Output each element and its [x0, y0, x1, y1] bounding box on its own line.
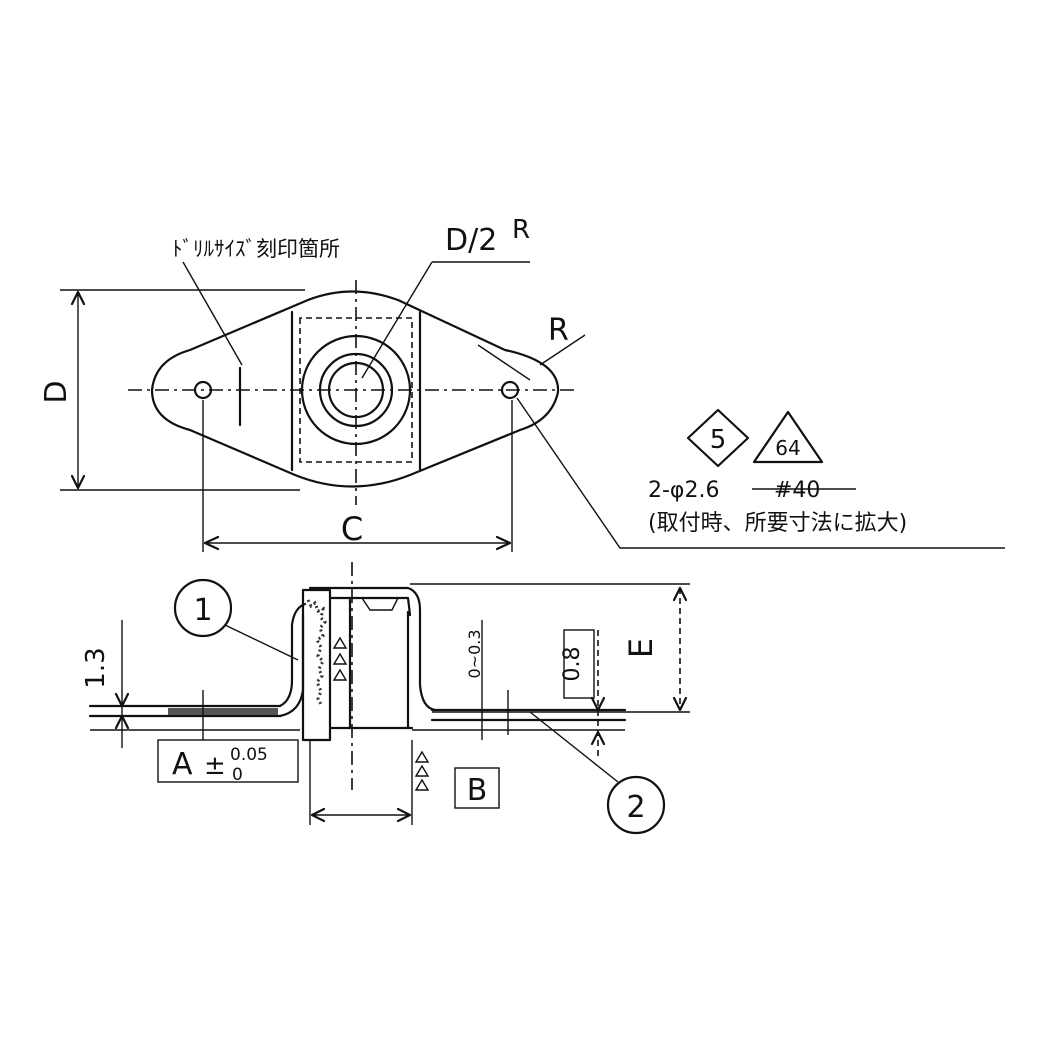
part1-wall: [278, 602, 307, 708]
label-A: A: [172, 747, 193, 782]
struck-spec: #40: [774, 478, 820, 503]
finish-diamond-value: 5: [710, 425, 727, 455]
finish-triangle: [752, 410, 824, 464]
label-E: E: [622, 638, 660, 658]
balloon-2-leader: [529, 711, 619, 783]
hole-remark: (取付時、所要寸法に拡大): [648, 511, 907, 536]
balloon-1: [173, 578, 233, 638]
part1-stipple: [306, 599, 328, 707]
label-R-top: R: [512, 215, 530, 245]
boss-section: [308, 586, 437, 712]
label-A-pm: ±: [204, 751, 226, 781]
label-R-right: R: [548, 313, 569, 348]
drill-note: ﾄﾞﾘﾙｻｲｽﾞ刻印箇所: [172, 237, 340, 261]
balloon-1-label: 1: [193, 593, 212, 628]
finish-diamond: [686, 408, 750, 468]
hole-leader: [516, 397, 1005, 549]
label-D2: D/2: [445, 223, 497, 258]
hole-note: 5 64 2-φ2.6 #40 (取付時、所要寸法に拡大): [648, 408, 907, 536]
label-C: C: [341, 510, 363, 548]
dim-08-box: [563, 629, 595, 699]
part1-insert: [301, 588, 332, 742]
flange-outline: [150, 290, 560, 488]
balloon-1-leader: [224, 624, 299, 661]
flange-hatch: [168, 708, 278, 715]
dim-B-box: [454, 767, 500, 809]
boss-body: [290, 310, 422, 472]
label-08: 0.8: [560, 647, 585, 682]
label-A-tol-plus: 0.05: [230, 745, 268, 765]
section-view: E 1.3 A ± 0.05 0 B 0~0.3 0.8 1 2: [81, 562, 690, 835]
label-A-tol-minus: 0: [232, 765, 243, 785]
d2-leader: [361, 261, 433, 379]
label-B: B: [467, 773, 488, 808]
boss-hidden: [299, 317, 413, 463]
balloon-2: [606, 775, 666, 835]
balloon-2-label: 2: [626, 790, 645, 825]
drill-note-leader: [182, 261, 243, 366]
finish-triangle-value: 64: [775, 436, 800, 460]
hole-spec: 2-φ2.6: [648, 478, 719, 503]
plan-view: D C D/2 R R ﾄﾞﾘﾙｻｲｽﾞ刻印箇所: [39, 215, 1005, 552]
label-range: 0~0.3: [465, 629, 484, 678]
label-D: D: [39, 380, 74, 403]
label-13: 1.3: [81, 647, 111, 688]
dim-A-box: [157, 739, 299, 783]
r-leader: [539, 334, 586, 366]
